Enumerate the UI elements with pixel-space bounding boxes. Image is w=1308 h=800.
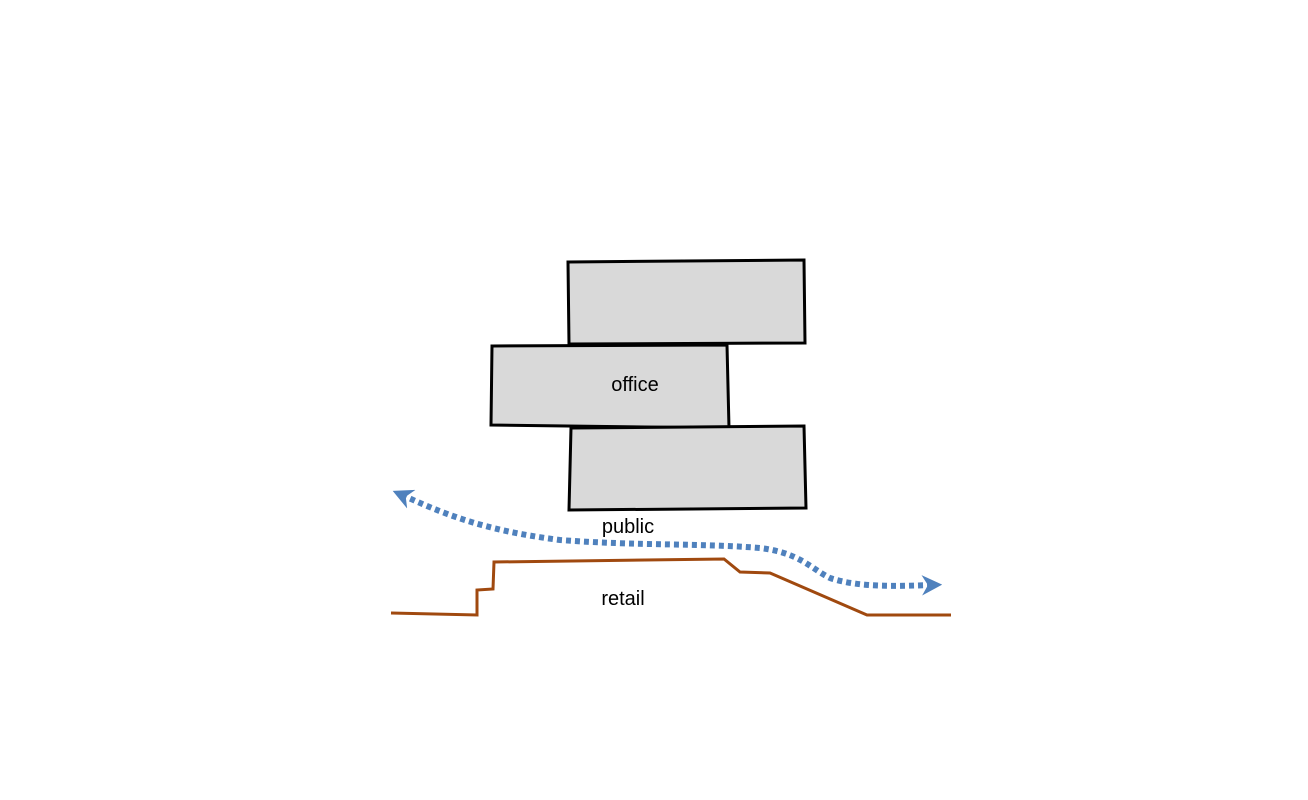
retail-ground-line <box>390 557 951 617</box>
office-block-middle <box>489 343 731 430</box>
office-block-bottom <box>567 424 808 512</box>
retail-label: retail <box>601 588 644 610</box>
public-circulation-arrow <box>392 489 943 596</box>
office-label: office <box>611 374 658 396</box>
public-label: public <box>602 516 654 538</box>
office-block-top <box>566 258 807 346</box>
